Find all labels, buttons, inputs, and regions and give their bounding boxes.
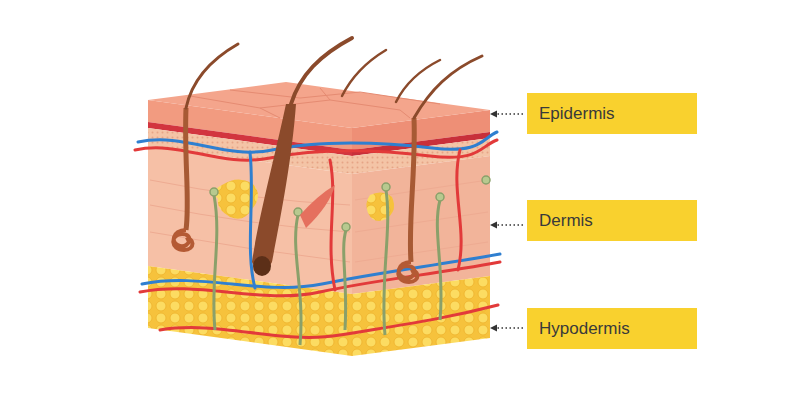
nerve-ending [482,176,490,184]
sweat-gland [398,262,417,282]
layer-label: Hypodermis [539,319,630,339]
leader-line [496,224,523,226]
artery [160,305,498,337]
follicle [186,108,188,230]
blood-vessels [135,132,500,337]
hair [414,56,482,118]
leader-lines [496,114,523,328]
nerves [214,190,441,345]
hair-bulb [253,256,271,276]
nerve-ending [342,223,350,231]
main-follicle [252,104,296,272]
hair [396,60,440,102]
crease [230,90,440,104]
arrow-head [490,222,497,229]
hair [342,50,386,96]
arrow-head [490,111,497,118]
hair-follicles [186,104,415,276]
nerve [344,230,346,330]
leader-heads [490,111,497,332]
layer-label-box: Epidermis [527,93,697,134]
artery-branch [457,150,461,270]
nerve [437,200,441,320]
skin-surface [148,82,490,128]
nerve-ending [382,183,390,191]
layer-label-box: Hypodermis [527,308,697,349]
artery-branch [330,160,335,290]
leader-line [496,113,523,115]
sweat-gland [173,230,192,250]
nerve-ending [210,188,218,196]
vein [138,132,497,152]
hair [186,44,238,108]
arrow-head [490,325,497,332]
crease [260,88,410,118]
layer-label: Epidermis [539,104,615,124]
leader-line [496,327,523,329]
nerve [214,195,217,330]
nerve-endings [210,176,490,231]
artery [140,262,500,296]
nerve [296,215,301,345]
vein [142,254,500,287]
hairs [186,38,482,118]
hypodermis-right [352,276,490,356]
top-face [148,82,490,128]
nerve-ending [436,193,444,201]
follicle [410,118,414,262]
layer-label: Dermis [539,211,593,231]
layer-label-box: Dermis [527,200,697,241]
arrector-muscle [300,185,335,228]
sweat-glands [173,230,417,282]
fat-lobule [366,192,394,221]
nerve [384,190,388,335]
